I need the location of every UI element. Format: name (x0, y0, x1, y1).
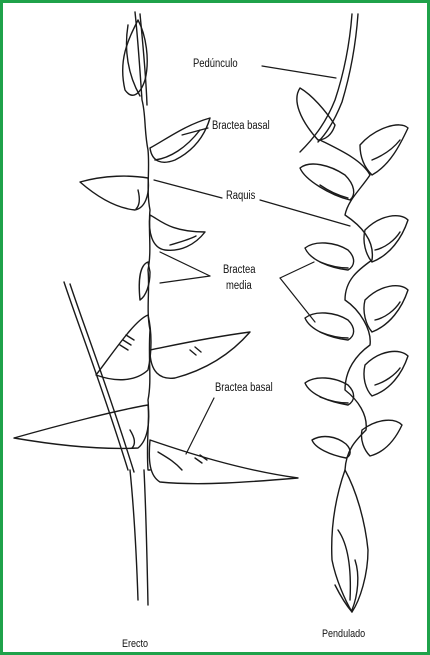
pendulous-inflorescence (297, 14, 408, 612)
erect-bract-6 (150, 332, 250, 378)
pendulous-bract-9 (361, 420, 402, 456)
leader-media-3 (280, 262, 314, 278)
erect-leaf-petiole (64, 282, 134, 472)
pendulous-bract-4 (305, 243, 354, 270)
erect-inflorescence (14, 12, 298, 605)
erect-stem (130, 470, 148, 605)
erect-bract-3 (150, 215, 205, 250)
leader-media-1 (160, 252, 210, 276)
leader-raquis-left (154, 180, 222, 198)
label-raquis: Raquis (226, 190, 255, 202)
leader-bractea-basal-bottom (186, 398, 214, 454)
pendulous-bract-10 (312, 437, 350, 458)
leader-media-2 (160, 276, 210, 283)
pendulous-bract-2 (300, 164, 354, 200)
label-pedunculo: Pedúnculo (193, 58, 238, 70)
pendulous-bract-7 (364, 351, 408, 396)
pendulous-peduncle (300, 14, 358, 152)
erect-bract-8 (149, 440, 298, 484)
leader-media-4 (280, 278, 315, 322)
leader-pedunculo (262, 66, 336, 78)
erect-bract-7 (14, 405, 149, 448)
pendulous-bract-3 (364, 216, 408, 262)
label-bractea-basal-top: Bractea basal (212, 120, 270, 132)
pendulous-bract-1 (360, 125, 408, 175)
erect-bract-1 (150, 118, 210, 162)
caption-pendulado: Pendulado (322, 628, 365, 640)
label-bractea-media-line2: media (226, 280, 252, 292)
label-bractea-media-line1: Bractea (223, 264, 256, 276)
caption-erecto: Erecto (122, 638, 148, 650)
erect-rachis (135, 12, 150, 470)
leader-raquis-right (260, 200, 350, 226)
pendulous-bract-5 (364, 286, 408, 332)
label-bractea-basal-bottom: Bractea basal (215, 382, 273, 394)
pendulous-bract-6 (305, 313, 354, 340)
